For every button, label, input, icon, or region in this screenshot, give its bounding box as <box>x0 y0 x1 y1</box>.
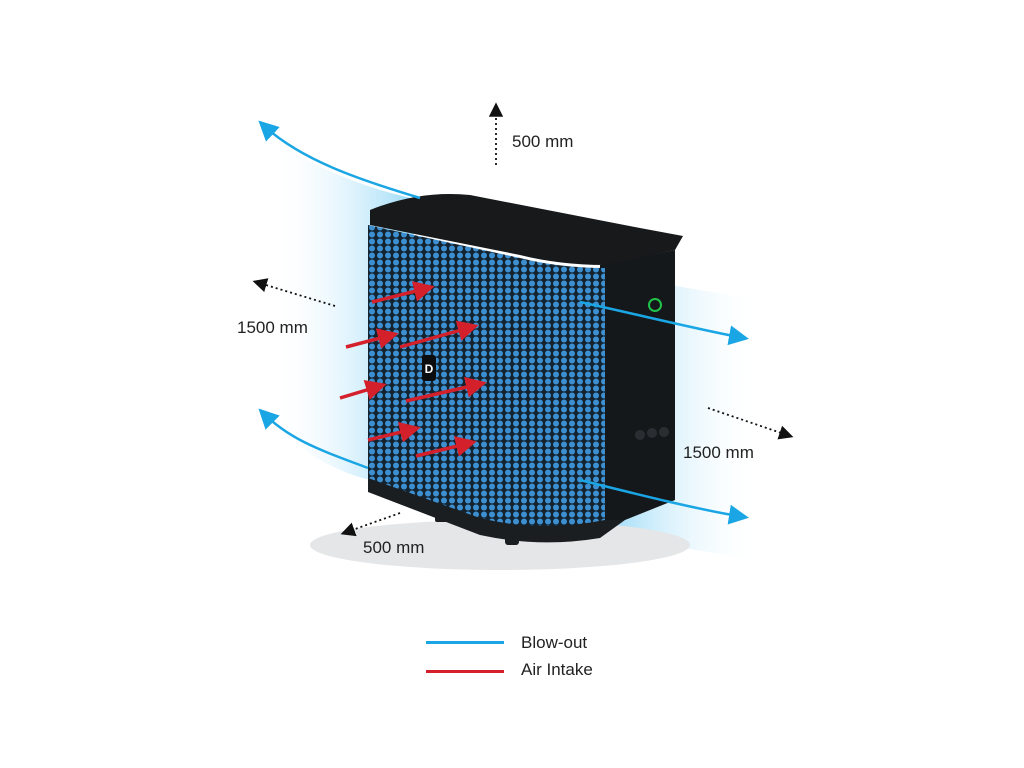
foot <box>505 533 519 545</box>
brand-logo-badge <box>422 355 436 381</box>
intake-arrows <box>339 281 487 458</box>
power-indicator-icon <box>648 298 662 312</box>
clearance-top-label: 500 mm <box>512 132 574 151</box>
blowout-arrow <box>258 408 369 470</box>
clearance-front-label: 500 mm <box>363 538 425 557</box>
brand-logo-icon: D <box>425 362 434 376</box>
water-connectors <box>635 427 669 440</box>
legend-intake-label: Air Intake <box>521 660 593 679</box>
legend-blowout-label: Blow-out <box>521 633 588 652</box>
base <box>368 478 625 543</box>
intake-arrow <box>371 281 435 304</box>
side-panel <box>600 250 675 520</box>
top-lid <box>370 194 683 265</box>
clearance-left-label: 1500 mm <box>237 318 308 337</box>
blowout-arrow <box>579 478 749 525</box>
foot <box>435 512 455 522</box>
legend-blowout-swatch <box>426 641 504 644</box>
clearance-arrows <box>252 102 794 537</box>
clearance-arrow-left <box>252 278 336 307</box>
blowout-arrows <box>258 120 749 525</box>
blowout-arrow <box>258 120 421 200</box>
clearance-right-label: 1500 mm <box>683 443 754 462</box>
intake-arrow <box>399 320 479 349</box>
intake-arrow <box>415 436 477 458</box>
intake-arrow <box>345 328 399 349</box>
intake-arrow <box>339 379 387 401</box>
mesh-grille <box>368 225 605 529</box>
heat-pump-unit: D <box>368 194 683 545</box>
blowout-arrow <box>579 300 749 346</box>
intake-arrow <box>405 376 487 403</box>
intake-arrow <box>367 422 421 443</box>
legend-intake-swatch <box>426 670 504 673</box>
